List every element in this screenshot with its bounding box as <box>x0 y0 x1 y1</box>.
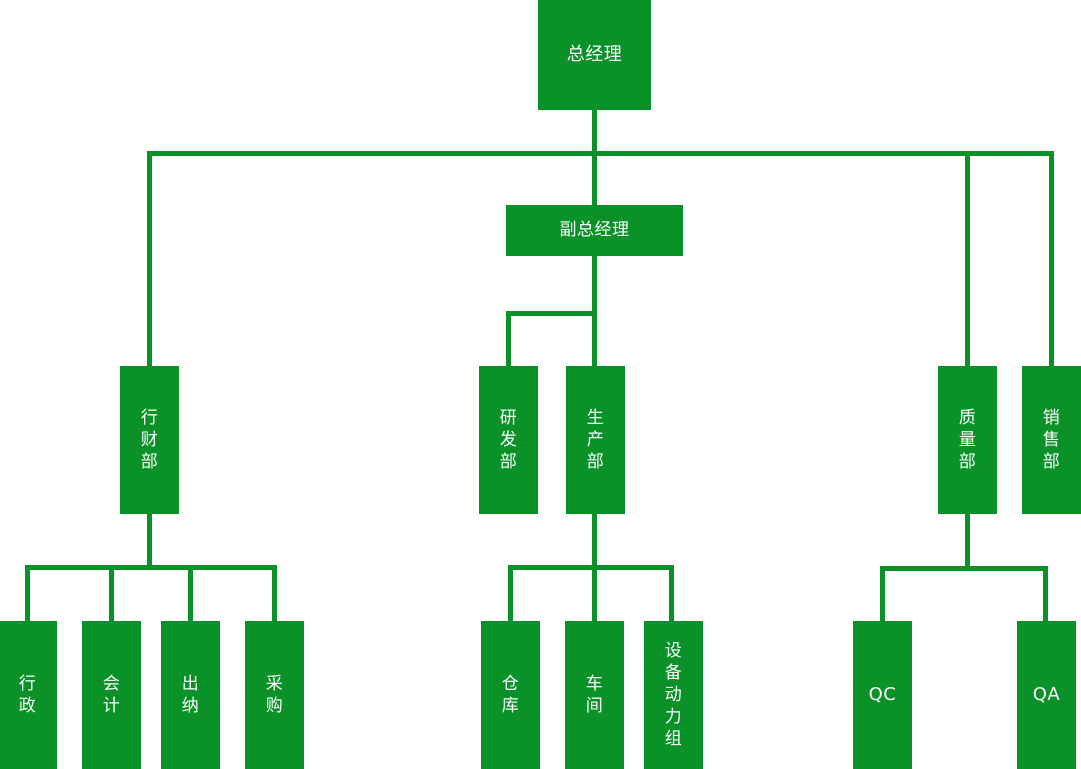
edge-bus-to-administration <box>25 565 30 623</box>
node-production-dept-label: 生产部 <box>586 407 605 473</box>
edge-main-bus <box>149 151 1053 156</box>
edge-bus-to-cashier <box>188 565 193 623</box>
node-qc[interactable]: QC <box>853 621 912 769</box>
node-warehouse[interactable]: 仓库 <box>481 621 540 769</box>
node-rd-dept[interactable]: 研发部 <box>479 366 538 514</box>
node-equipment-power-group[interactable]: 设备动力组 <box>644 621 703 769</box>
node-qa-label: QA <box>1032 684 1061 706</box>
edge-deputy-to-rd <box>506 311 511 368</box>
node-equipment-power-group-label: 设备动力组 <box>664 640 683 750</box>
edge-gm-down <box>592 110 597 156</box>
node-admin-finance-dept-label: 行财部 <box>140 407 159 473</box>
node-admin-finance-dept[interactable]: 行财部 <box>120 366 179 514</box>
edge-production-bus <box>508 565 674 570</box>
edge-bus-to-qa <box>1043 566 1048 623</box>
node-purchasing[interactable]: 采购 <box>245 621 304 769</box>
edge-bus-to-admin-finance <box>147 151 152 368</box>
node-workshop[interactable]: 车间 <box>565 621 624 769</box>
edge-deputy-to-production <box>592 311 597 368</box>
edge-bus-to-sales <box>1049 151 1054 368</box>
edge-bus-to-equipment-power <box>669 565 674 623</box>
node-deputy-general-manager-label: 副总经理 <box>559 219 630 240</box>
edge-bus-to-purchasing <box>272 565 277 623</box>
edge-deputy-bus <box>507 311 597 316</box>
node-cashier[interactable]: 出纳 <box>161 621 220 769</box>
node-rd-dept-label: 研发部 <box>499 407 518 473</box>
node-purchasing-label: 采购 <box>265 673 284 716</box>
node-general-manager-label: 总经理 <box>566 44 623 66</box>
edge-production-down <box>592 514 597 568</box>
node-qc-label: QC <box>868 684 897 706</box>
edge-bus-to-warehouse <box>508 565 513 623</box>
node-qa[interactable]: QA <box>1017 621 1076 769</box>
node-quality-dept[interactable]: 质量部 <box>938 366 997 514</box>
node-warehouse-label: 仓库 <box>501 673 520 716</box>
node-deputy-general-manager[interactable]: 副总经理 <box>506 205 683 256</box>
node-general-manager[interactable]: 总经理 <box>538 0 651 110</box>
edge-bus-to-qc <box>880 566 885 623</box>
edge-bus-to-accounting <box>109 565 114 623</box>
node-quality-dept-label: 质量部 <box>958 407 977 473</box>
edge-admin-finance-down <box>147 514 152 568</box>
node-cashier-label: 出纳 <box>181 673 200 716</box>
node-accounting-label: 会计 <box>102 673 121 716</box>
edge-quality-down <box>965 514 970 569</box>
edge-deputy-down <box>592 256 597 314</box>
edge-admin-finance-bus <box>25 565 277 570</box>
node-administration-label: 行政 <box>18 673 37 716</box>
node-sales-dept[interactable]: 销售部 <box>1022 366 1081 514</box>
node-production-dept[interactable]: 生产部 <box>566 366 625 514</box>
edge-bus-to-deputy <box>592 151 597 207</box>
node-sales-dept-label: 销售部 <box>1042 407 1061 473</box>
node-workshop-label: 车间 <box>585 673 604 716</box>
node-accounting[interactable]: 会计 <box>82 621 141 769</box>
edge-quality-bus <box>880 566 1048 571</box>
edge-bus-to-workshop <box>592 565 597 623</box>
node-administration[interactable]: 行政 <box>0 621 57 769</box>
edge-bus-to-quality <box>965 151 970 368</box>
